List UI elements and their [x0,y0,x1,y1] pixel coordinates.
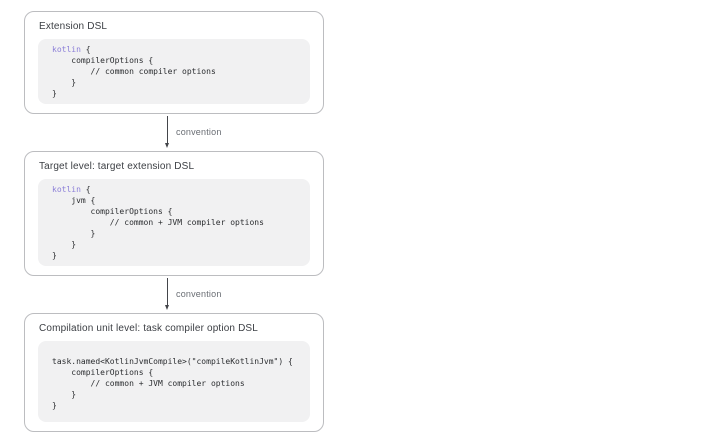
code-line: kotlin { [52,45,91,54]
code-line: } [52,401,57,410]
connector-convention-1: convention [24,114,324,151]
code-line: } [52,240,77,249]
arrow-line [167,116,168,143]
code-line: } [52,78,77,87]
node-compilation-unit-dsl: Compilation unit level: task compiler op… [24,313,324,432]
node-target-level-dsl: Target level: target extension DSL kotli… [24,151,324,276]
code-line: compilerOptions { [52,56,154,65]
connector-label: convention [176,288,222,299]
down-arrow-icon [165,278,169,311]
code-line: kotlin { [52,185,91,194]
code-line: // common compiler options [52,67,216,76]
code-block: kotlin { jvm { compilerOptions { // comm… [38,179,310,266]
code-line: jvm { [52,196,96,205]
code-line: compilerOptions { [52,207,173,216]
code-block: task.named<KotlinJvmCompile>("compileKot… [38,341,310,422]
connector-label: convention [176,126,222,137]
node-title: Compilation unit level: task compiler op… [39,323,258,334]
down-arrow-icon [165,116,169,149]
code-block: kotlin { compilerOptions { // common com… [38,39,310,104]
code-line: task.named<KotlinJvmCompile>("compileKot… [52,357,293,366]
arrow-head-icon [165,305,169,310]
dsl-levels-flow: Extension DSL kotlin { compilerOptions {… [24,11,324,432]
code-line: } [52,251,57,260]
code-line: } [52,390,77,399]
node-title: Target level: target extension DSL [39,161,195,172]
node-title: Extension DSL [39,21,108,32]
arrow-line [167,278,168,305]
connector-convention-2: convention [24,276,324,313]
code-line: // common + JVM compiler options [52,379,245,388]
code-line: compilerOptions { [52,368,154,377]
code-line: // common + JVM compiler options [52,218,264,227]
node-extension-dsl: Extension DSL kotlin { compilerOptions {… [24,11,324,114]
code-line: } [52,229,96,238]
arrow-head-icon [165,143,169,148]
code-line: } [52,89,57,98]
